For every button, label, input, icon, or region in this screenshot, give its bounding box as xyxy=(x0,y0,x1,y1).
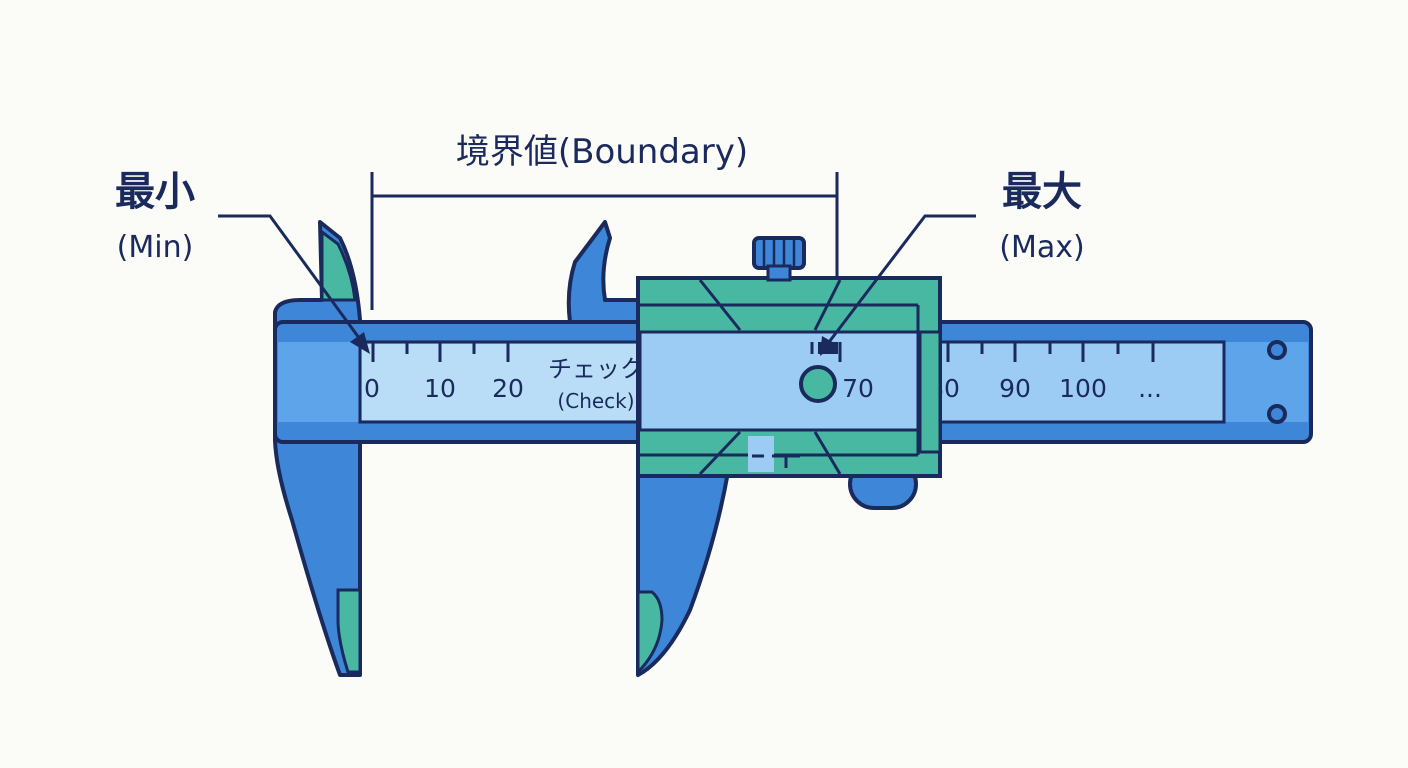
tick-label-100: 100 xyxy=(1059,374,1107,403)
min-leader-line xyxy=(218,214,364,343)
thumb-wheel-grip xyxy=(762,240,796,266)
slider-index-mark xyxy=(752,454,800,468)
tick-label-ellipsis: ... xyxy=(1138,374,1162,403)
max-leader-line xyxy=(824,214,976,347)
max-leader-arrow xyxy=(820,336,836,356)
boundary-title: 境界値(Boundary) xyxy=(456,132,748,172)
tick-label-70: 70 xyxy=(842,374,874,403)
tick-label-20: 20 xyxy=(492,374,524,403)
depth-gauge-slot xyxy=(748,436,774,472)
check-point-marker xyxy=(799,365,837,403)
sliding-upper-jaw xyxy=(566,220,642,324)
tick-label-10: 10 xyxy=(424,374,456,403)
boundary-bracket xyxy=(370,172,839,310)
tick-label-90: 90 xyxy=(999,374,1031,403)
check-highlight xyxy=(362,344,638,420)
check-label-en: (Check) xyxy=(557,389,634,413)
slider-window xyxy=(638,330,920,432)
slider-edge xyxy=(918,330,942,454)
min-label-jp: 最小 xyxy=(115,169,195,215)
fixed-upper-jaw-tip xyxy=(320,229,357,302)
max-label-jp: 最大 xyxy=(1002,169,1082,215)
beam-screw-bottom xyxy=(1267,404,1287,424)
thumb-wheel xyxy=(752,236,806,270)
beam-screw-top xyxy=(1267,340,1287,360)
min-label-en: (Min) xyxy=(117,230,194,265)
check-label-jp: チェック xyxy=(548,355,644,383)
sliding-lower-jaw-tip xyxy=(636,590,664,676)
fixed-lower-jaw-tip xyxy=(336,588,362,674)
vernier-ticks xyxy=(810,342,842,362)
tick-label-0: 0 xyxy=(364,374,380,403)
max-label-en: (Max) xyxy=(999,230,1084,265)
min-leader-arrow xyxy=(350,332,370,354)
thumb-wheel-stem xyxy=(766,264,792,282)
